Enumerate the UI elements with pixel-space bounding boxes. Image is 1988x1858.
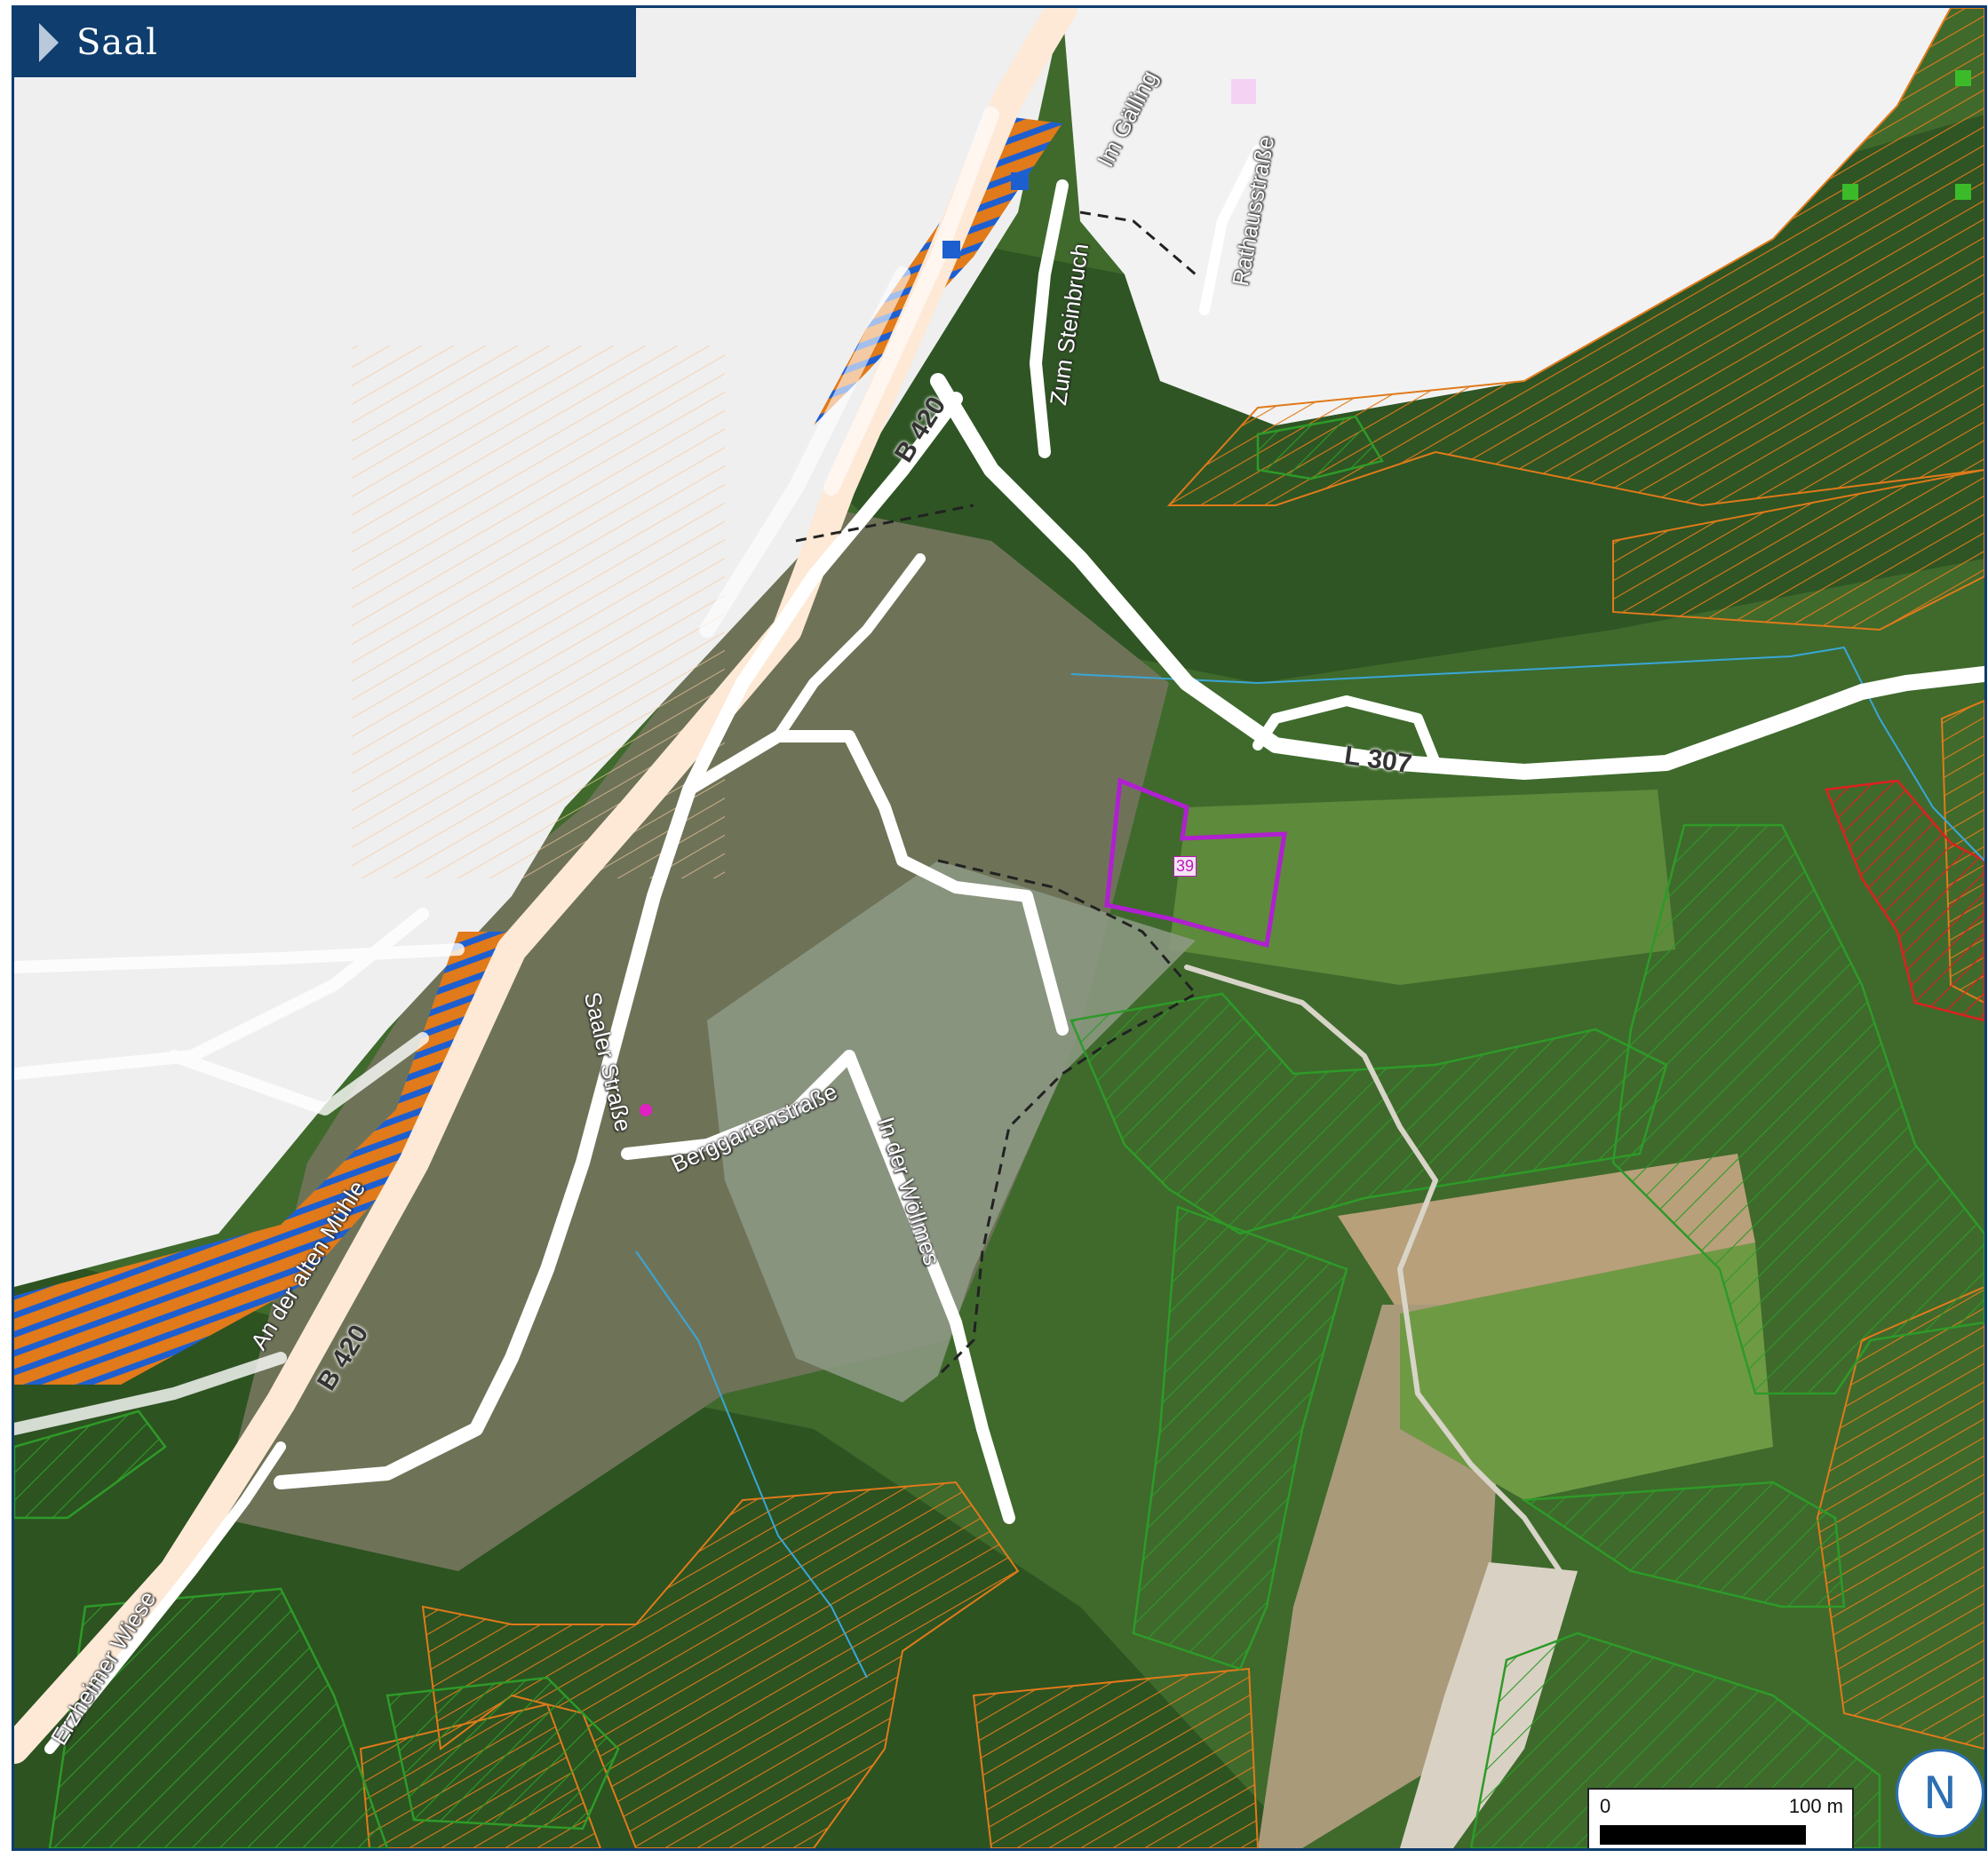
faded-overlay-north — [1062, 8, 1951, 425]
forest-hatch-ne — [1166, 8, 1984, 507]
road-saaler-strasse — [274, 392, 963, 1489]
meadow-hatch-sw — [48, 1587, 389, 1848]
road-branch-east — [1252, 695, 1441, 768]
road-rathausstrasse — [1199, 145, 1263, 315]
map-canvas[interactable] — [14, 8, 1984, 1848]
meadow-hatch-sw-strip — [1132, 1205, 1348, 1671]
allotment-boundary — [936, 859, 1198, 1378]
meadow-east — [1400, 1243, 1773, 1500]
north-arrow-icon: N — [1896, 1749, 1984, 1838]
magenta-point-marker[interactable] — [640, 1104, 652, 1116]
road-in-der-wollmes — [843, 1050, 1015, 1524]
road-berggartenstrasse — [621, 1050, 855, 1160]
meadow-hatch-north-small — [1256, 415, 1384, 480]
village-boundary-north — [795, 210, 1197, 543]
parcel-39-outline[interactable] — [1104, 777, 1287, 949]
stream-south — [635, 1251, 868, 1679]
field-pale — [1400, 1562, 1578, 1848]
scale-start-label: 0 — [1600, 1795, 1611, 1817]
biotope-hatch-red — [1825, 779, 1984, 1022]
faded-hatch-west — [352, 345, 725, 878]
road-faded-west — [14, 908, 465, 1435]
floodzone-strip-west — [14, 932, 512, 1385]
road-loop — [683, 730, 1069, 1036]
meadow-hatch-e-big — [1611, 823, 1984, 1395]
road-erzheimer — [44, 1441, 286, 1754]
road-faded-north — [699, 107, 999, 638]
scale-bar-graphic — [1600, 1825, 1806, 1845]
scale-bar: 0 100 m — [1587, 1788, 1854, 1848]
green-marker-3[interactable] — [1955, 184, 1971, 200]
scale-end-label: 100 m — [1788, 1795, 1843, 1817]
road-network — [14, 8, 1984, 1764]
green-marker-2[interactable] — [1842, 184, 1858, 200]
meadow-hatch-w — [14, 1409, 167, 1520]
map-frame[interactable]: B 420 B 420 L 307 Im Gälling Rathausstra… — [12, 5, 1987, 1851]
blue-marker-1[interactable] — [1011, 172, 1029, 190]
title-bar: Saal — [14, 8, 636, 77]
road-zum-steinbruch — [1030, 179, 1069, 458]
pink-marker[interactable] — [1231, 79, 1256, 104]
meadow-hatch-s-blob — [386, 1676, 620, 1830]
road-fieldpath — [1184, 965, 1563, 1574]
allotment-area — [707, 861, 1196, 1402]
stream — [1070, 646, 1984, 862]
road-l307 — [930, 373, 1984, 780]
north-arrow-letter: N — [1923, 1767, 1957, 1819]
chevron-right-icon — [39, 23, 59, 62]
meadow-hatch-se — [1521, 1481, 1846, 1608]
forest-hatch-s1 — [421, 1481, 1020, 1848]
green-marker-1[interactable] — [1955, 70, 1971, 86]
forest-hatch-e-mid — [1612, 468, 1984, 631]
parcel-39-label[interactable]: 39 — [1173, 856, 1197, 877]
page-title: Saal — [76, 22, 158, 63]
road-branch-1 — [773, 553, 926, 742]
forest-hatch-s2 — [972, 1667, 1260, 1848]
meadow-area — [1169, 790, 1675, 985]
blue-marker-2[interactable] — [942, 241, 960, 258]
